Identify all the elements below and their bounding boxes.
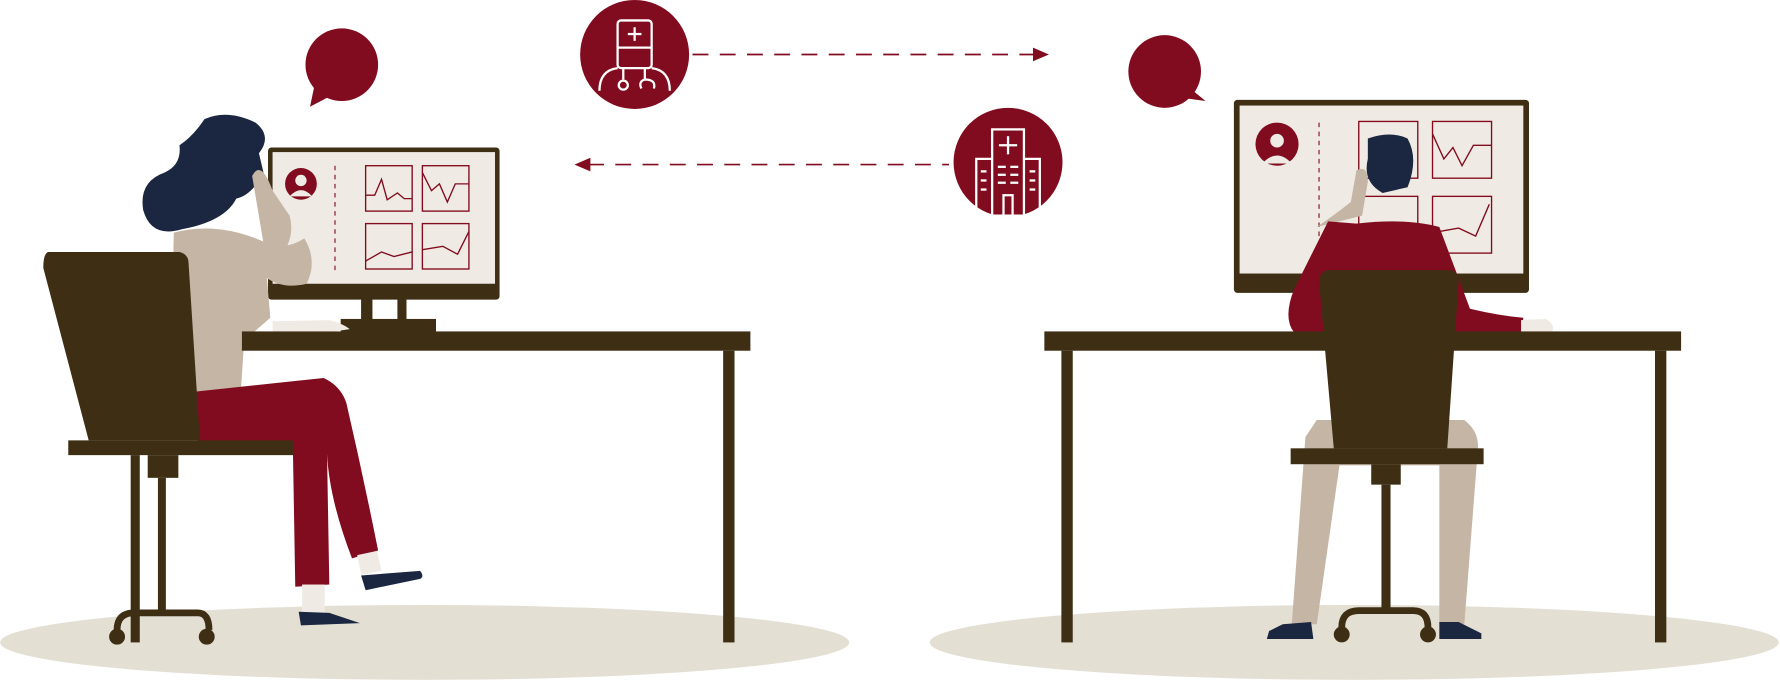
left-desk	[241, 331, 751, 643]
right-monitor	[1233, 99, 1530, 293]
hospital-icon	[953, 107, 1063, 217]
speech-bubble-right	[1128, 35, 1206, 108]
arrow-to-left	[574, 157, 950, 172]
doctor-icon	[580, 0, 690, 109]
floor-shadow-left	[0, 604, 850, 680]
floor-shadow-right	[929, 604, 1779, 680]
left-chair	[43, 251, 293, 645]
arrow-to-right	[692, 47, 1049, 62]
right-chair	[1290, 270, 1484, 643]
speech-bubble-left	[305, 28, 379, 107]
woman	[142, 114, 423, 626]
